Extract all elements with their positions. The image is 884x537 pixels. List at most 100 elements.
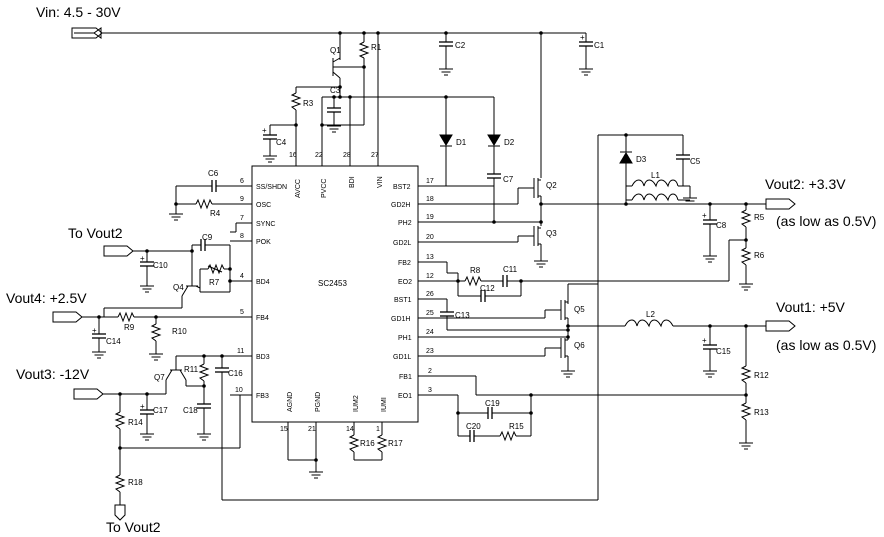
- resistor-r4: R4: [168, 198, 230, 221]
- pin-name: GD1L: [393, 354, 411, 361]
- resistor-r18: R18: [114, 474, 143, 505]
- mosfet-q2: Q2: [418, 33, 557, 222]
- pin-name: AVCC: [295, 179, 302, 198]
- mosfet-q6: Q6: [440, 337, 585, 378]
- capacitor-c13: C13: [439, 298, 568, 331]
- to-vout2-bottom: To Vout2: [106, 504, 161, 535]
- r12-label: R12: [754, 371, 769, 380]
- r1-label: R1: [371, 43, 382, 52]
- pin-name: IUM2: [353, 395, 360, 412]
- capacitor-c4: + C4: [262, 125, 287, 163]
- c20-label: C20: [466, 422, 481, 431]
- pin-num: 28: [343, 152, 351, 159]
- resistor-r10: R10: [148, 317, 187, 361]
- pin-name: AGND: [287, 392, 294, 412]
- svg-text:+: +: [92, 326, 97, 335]
- c6-label: C6: [208, 169, 219, 178]
- pin-num: 4: [240, 273, 244, 280]
- pin-num: 26: [426, 291, 434, 298]
- pin-name: POK: [256, 239, 271, 246]
- pin-num: 9: [240, 196, 244, 203]
- transistor-q4: Q4: [104, 279, 232, 309]
- pin-name: GD2L: [393, 240, 411, 247]
- r11-label: R11: [184, 365, 199, 374]
- ic-right-pins: 17 18 19 20 13 12 26 25 24 23 2 3 BST2 G…: [391, 178, 440, 400]
- resistor-r14: R14: [114, 394, 241, 475]
- capacitor-c3: C3: [320, 86, 494, 166]
- c5-label: C5: [690, 157, 701, 166]
- pin-name: BST2: [393, 184, 411, 191]
- capacitor-c16: C16: [214, 356, 243, 500]
- ic-top-pins: 16 22 28 27 AVCC PVCC BDI VIN: [289, 40, 384, 198]
- vin-net: Vin: 4.5 - 30V: [36, 4, 586, 40]
- mosfet-q3: Q3: [418, 222, 557, 268]
- pin-name: PH1: [398, 335, 412, 342]
- pin-num: 13: [426, 254, 434, 261]
- c16-label: C16: [228, 369, 243, 378]
- to-vout2-top-label: To Vout2: [68, 225, 123, 241]
- net-fb2: [440, 239, 746, 282]
- r3-label: R3: [303, 99, 314, 108]
- vout2-note: (as low as 0.5V): [776, 213, 876, 229]
- net-avcc: R3: [270, 85, 342, 127]
- q6-label: Q6: [574, 341, 585, 350]
- pin-num: 20: [426, 234, 434, 241]
- resistor-r16: R16: [348, 434, 382, 461]
- pin-num: 27: [371, 152, 379, 159]
- pin-num: 6: [240, 178, 244, 185]
- pin-name: GD1H: [391, 316, 410, 323]
- pin-name: EO1: [398, 393, 412, 400]
- pin-num: 18: [426, 196, 434, 203]
- pin-num: 23: [426, 348, 434, 355]
- capacitor-c1: C1 +: [578, 33, 605, 76]
- capacitor-c2: C2: [438, 33, 466, 76]
- pin-num: 11: [237, 348, 244, 355]
- svg-text:+: +: [140, 402, 145, 411]
- c7-label: C7: [503, 175, 514, 184]
- resistor-r1: R1: [358, 33, 382, 125]
- net-ph1: [440, 324, 625, 339]
- ic-name: SC2453: [318, 279, 347, 288]
- q4-label: Q4: [173, 283, 184, 292]
- capacitor-c6: C6: [175, 169, 230, 204]
- loop-top-feedback: [222, 134, 683, 501]
- svg-text:+: +: [580, 33, 585, 42]
- pin-num: 10: [235, 387, 243, 394]
- resistor-r12: R12: [740, 326, 769, 395]
- capacitor-c7: C7: [486, 165, 514, 222]
- svg-text:+: +: [262, 126, 267, 135]
- pin-name: BST1: [394, 297, 412, 304]
- r16-label: R16: [360, 439, 375, 448]
- vin-label: Vin: 4.5 - 30V: [36, 4, 121, 20]
- pin-num: 12: [426, 273, 434, 280]
- vout4-net: Vout4: +2.5V: [6, 290, 118, 323]
- resistor-r5: R5: [740, 204, 765, 240]
- pin-num: 5: [240, 309, 244, 316]
- d1-label: D1: [456, 138, 467, 147]
- pin-num: 19: [426, 214, 434, 221]
- diode-d2: D2: [487, 97, 515, 165]
- c3-label: C3: [330, 86, 341, 95]
- pin-num: 3: [428, 387, 432, 394]
- mosfet-q5: Q5: [440, 284, 585, 337]
- capacitor-c17: + C17: [139, 394, 168, 441]
- c4-label: C4: [276, 138, 287, 147]
- capacitor-c15: + C15: [702, 324, 731, 378]
- pin-name: VIN: [377, 176, 384, 188]
- resistor-r6: R6: [738, 238, 765, 291]
- c13-label: C13: [455, 311, 470, 320]
- inductor-l2: L2: [624, 310, 766, 328]
- compensation-eo1: C19 C20 R15: [440, 393, 533, 443]
- c18-label: C18: [183, 406, 198, 415]
- r17-label: R17: [388, 439, 403, 448]
- c12-label: C12: [480, 284, 495, 293]
- r18-label: R18: [128, 478, 143, 487]
- svg-text:+: +: [140, 254, 145, 263]
- d2-label: D2: [504, 138, 515, 147]
- pin-name: FB2: [398, 260, 411, 267]
- l1-label: L1: [651, 171, 660, 180]
- capacitor-c14: + C14: [91, 317, 121, 359]
- pin-name: FB4: [256, 315, 269, 322]
- pin-num: 25: [426, 310, 434, 317]
- vout3-label: Vout3: -12V: [16, 366, 90, 382]
